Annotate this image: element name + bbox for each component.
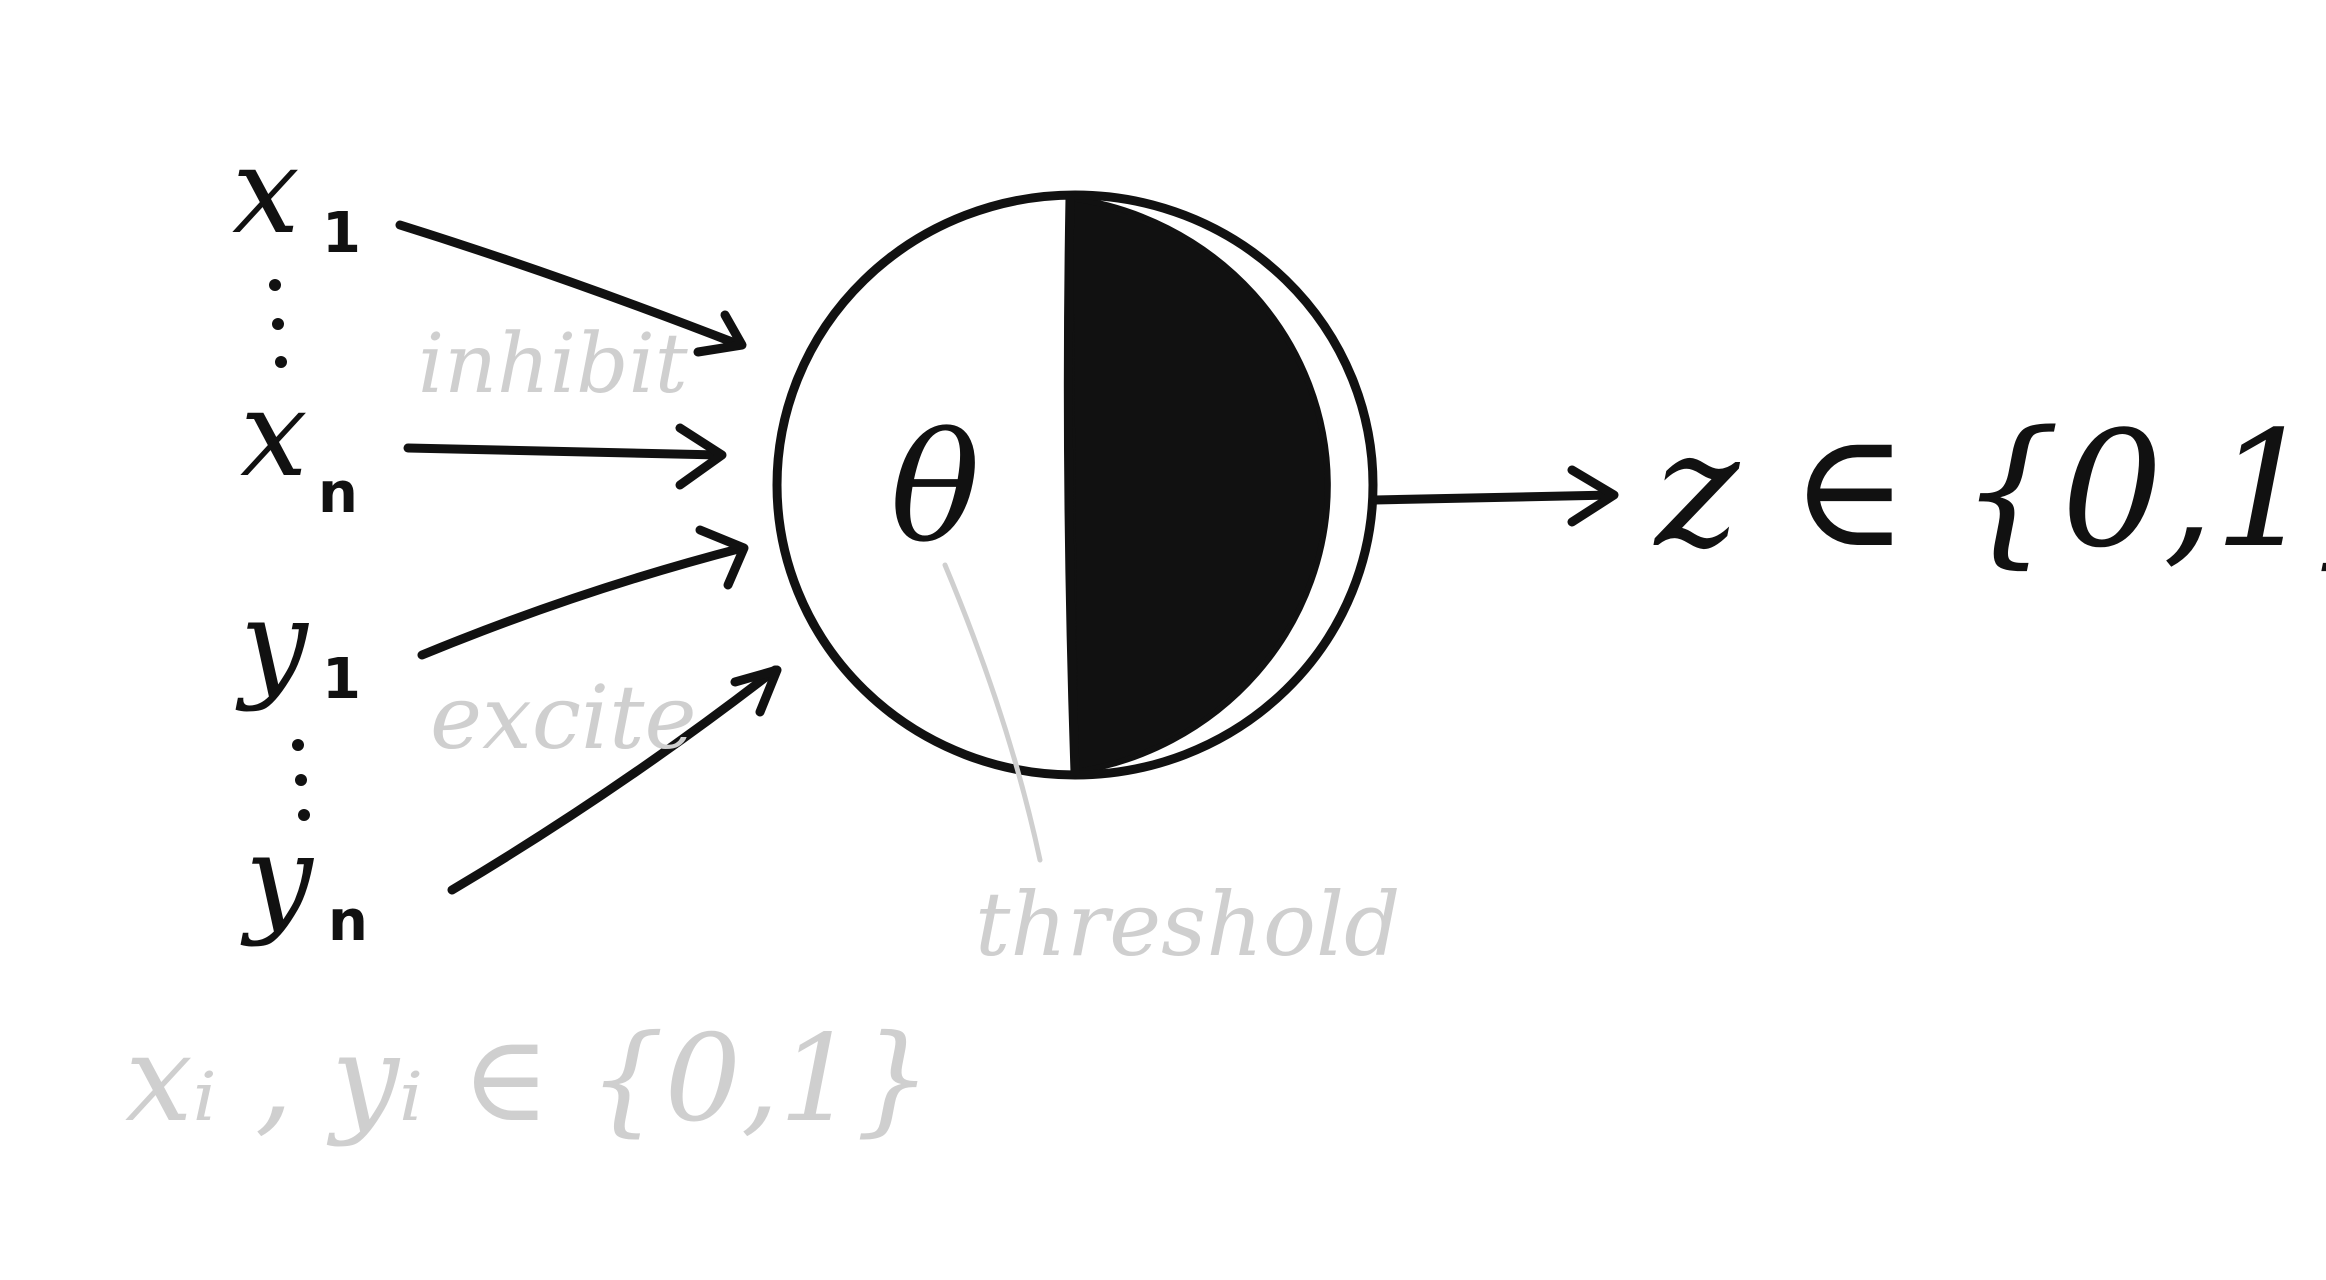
input-x1-label: x 1 [232,122,361,266]
output-arrow [1370,465,1619,527]
arrow-y1-to-neuron [417,525,749,660]
threshold-pointer-line [942,562,1043,863]
output-label: z ∈ {0,1} [1653,396,2326,583]
inhibit-annotation: inhibit [418,317,689,412]
input-yn-subscript: n [328,889,368,954]
input-x1-subscript: 1 [322,201,361,266]
neuron-excitatory-half [1066,194,1331,776]
input-yn-base: y [240,810,315,949]
input-xn-label: x n [240,365,358,526]
vertical-dots-x [269,279,287,368]
arrow-yn-to-neuron [447,665,782,895]
input-y1-label: y 1 [235,575,361,714]
input-xn-base: x [240,365,308,504]
input-xn-subscript: n [318,461,358,526]
input-y1-subscript: 1 [322,647,361,712]
input-y1-base: y [235,575,310,714]
input-domain-annotation: xᵢ , yᵢ ∈ {0,1} [125,1010,932,1149]
arrow-x1-to-neuron [395,220,747,357]
threshold-theta-symbol: θ [890,402,980,576]
input-yn-label: y n [240,810,368,954]
input-x1-base: x [232,122,300,261]
excite-annotation: excite [430,666,697,769]
vertical-dots-y [292,739,310,821]
arrow-xn-to-neuron [403,423,727,490]
threshold-annotation: threshold [975,873,1400,976]
neuron-body [772,190,1378,780]
